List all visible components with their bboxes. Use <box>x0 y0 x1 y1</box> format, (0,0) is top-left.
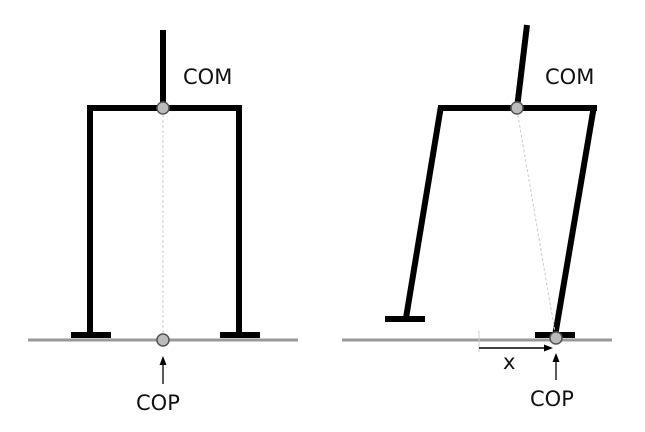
right-com-label: COM <box>545 65 594 89</box>
left-com-label: COM <box>183 65 232 89</box>
right-plumb-line <box>516 109 557 339</box>
offset-arrowhead <box>544 344 553 352</box>
right-cop-point <box>549 331 563 345</box>
left-cop-label: COP <box>136 391 180 415</box>
left-com-point <box>156 101 170 115</box>
left-figure: COM COP <box>28 30 298 415</box>
right-leg-left <box>403 105 444 319</box>
right-figure: x COM COP <box>342 24 612 411</box>
offset-label: x <box>503 350 515 374</box>
right-com-point <box>510 101 524 115</box>
right-leg-right <box>552 105 597 337</box>
right-cop-arrowhead <box>552 353 560 362</box>
right-torso <box>514 24 530 109</box>
right-cop-label: COP <box>530 387 574 411</box>
left-cop-point <box>156 333 170 347</box>
left-cop-arrowhead <box>159 356 167 365</box>
